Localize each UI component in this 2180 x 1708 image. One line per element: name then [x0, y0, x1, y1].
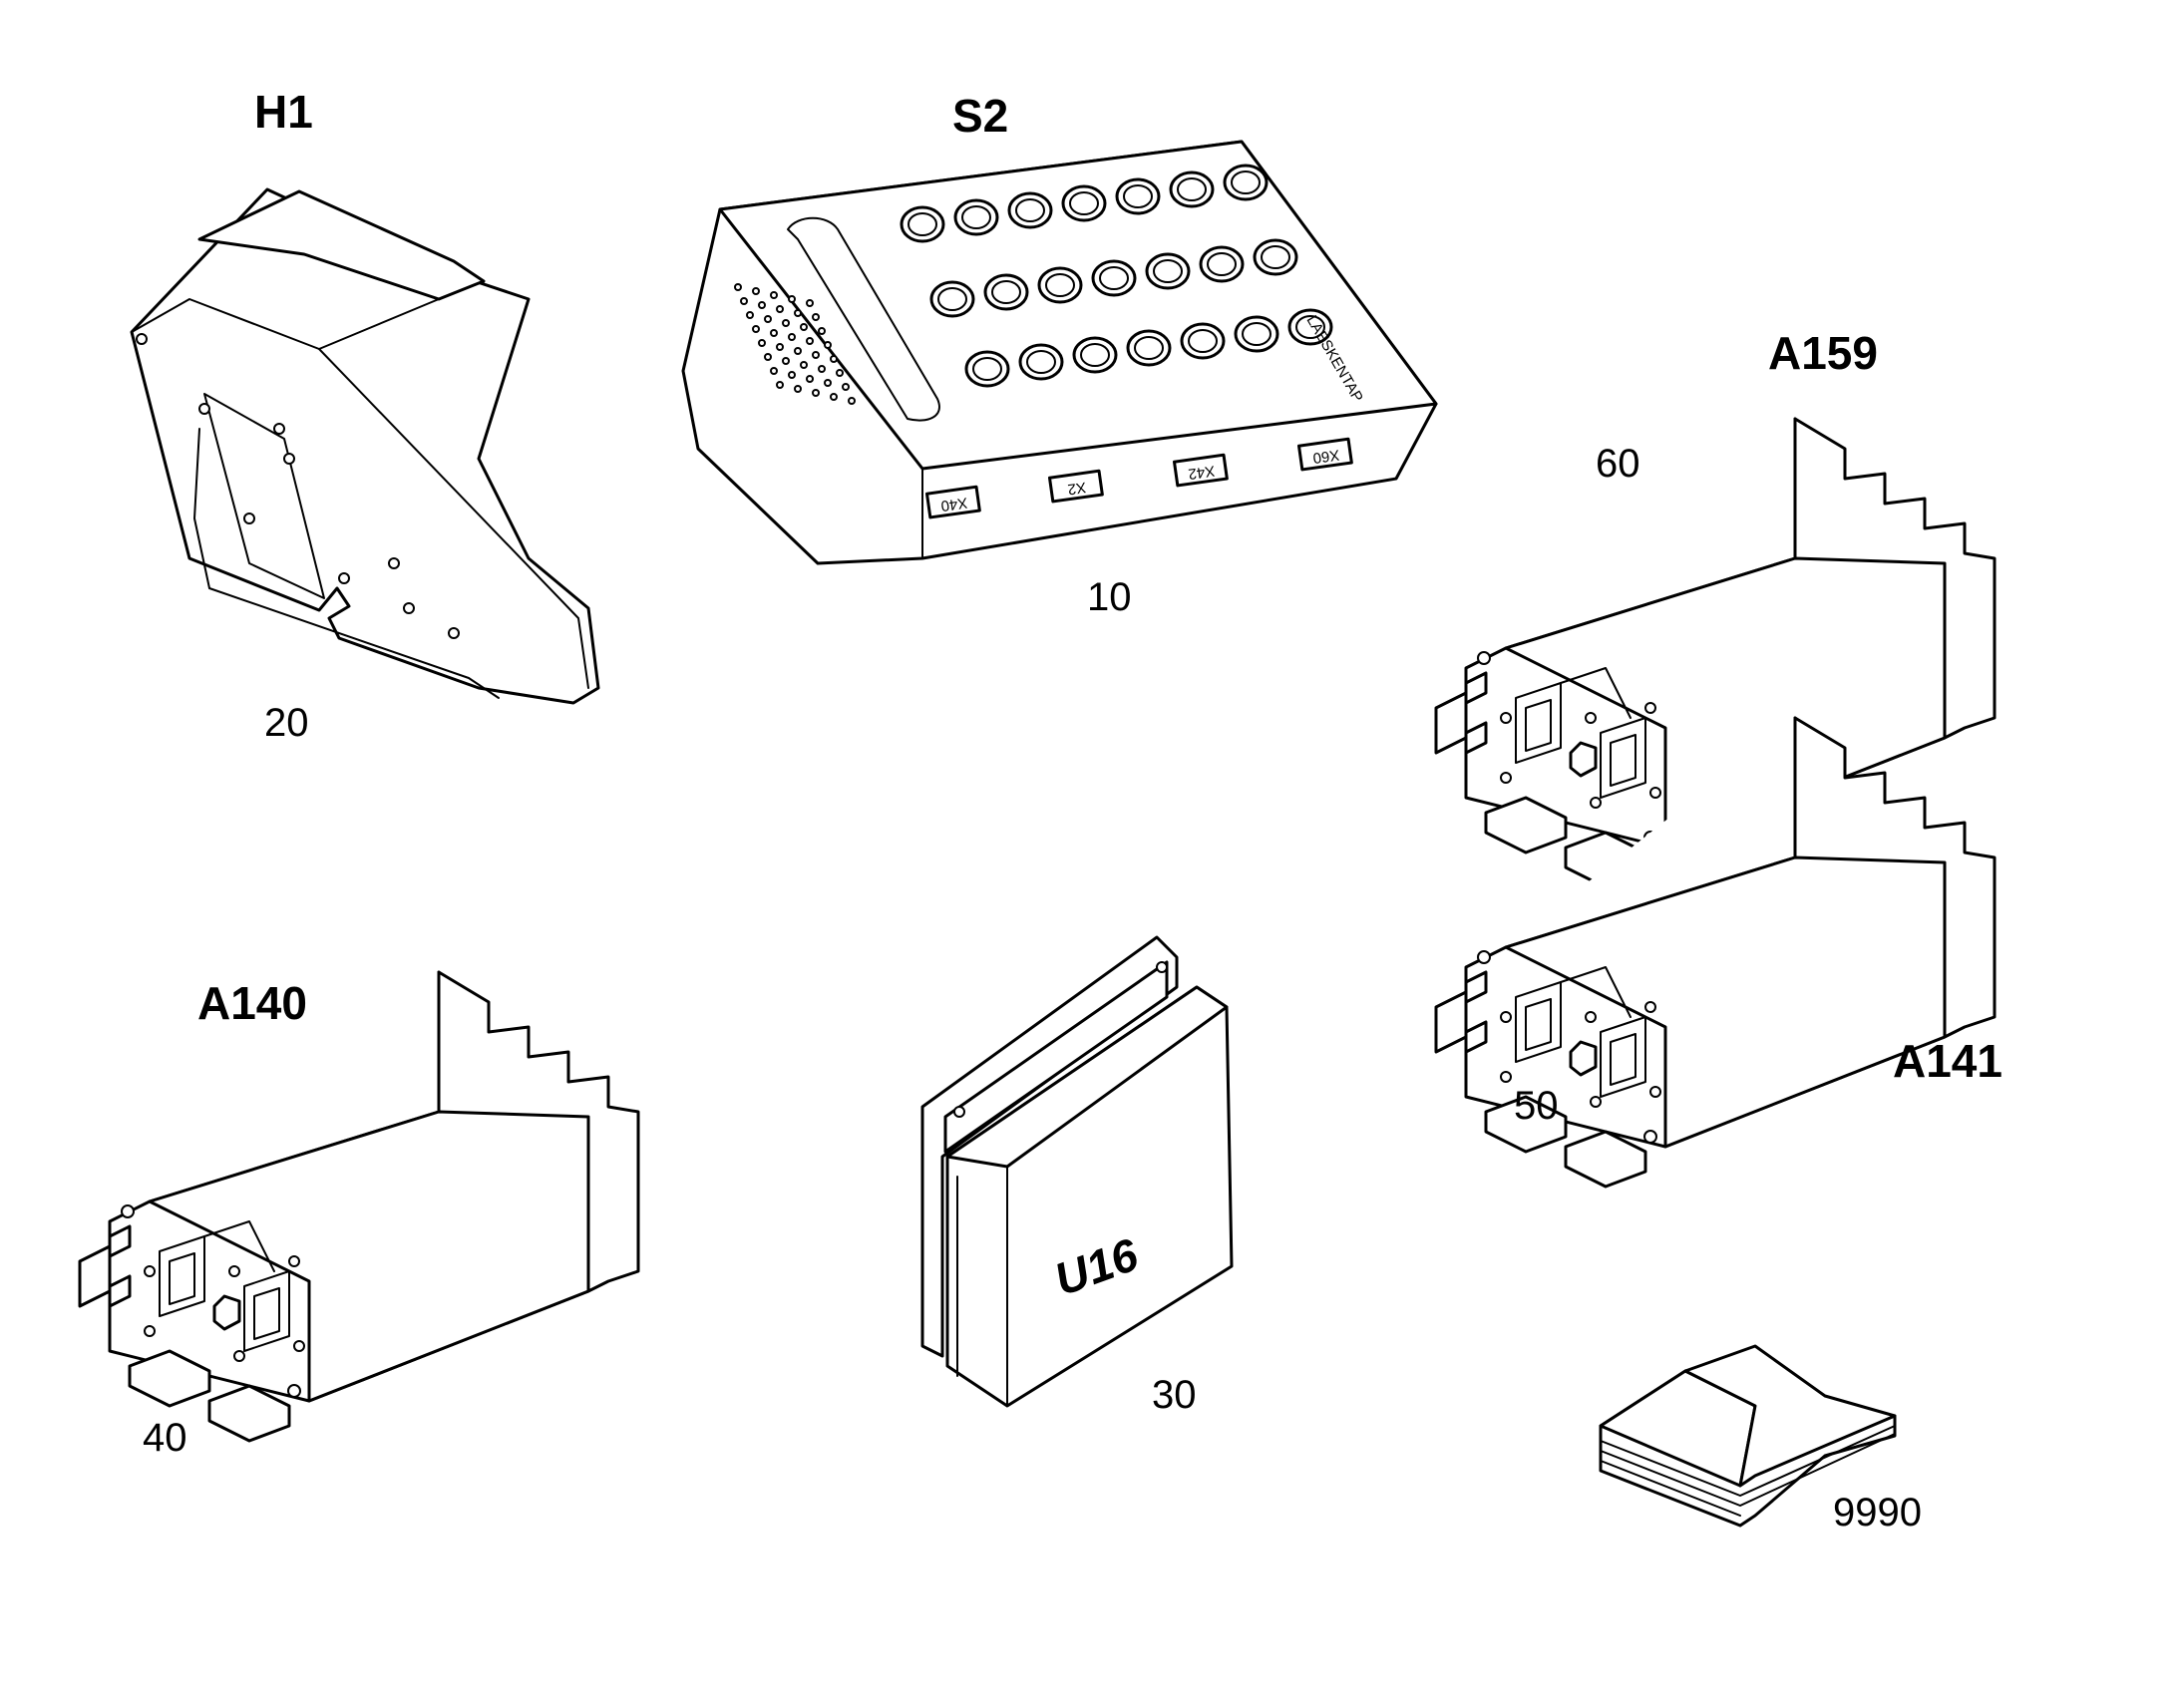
vent-hole [830, 355, 838, 363]
vent-hole [752, 287, 760, 295]
manual-book-icon [1599, 1344, 1897, 1528]
vent-hole [812, 389, 820, 397]
vent-hole [794, 347, 802, 355]
connector-tag-x60: X60 [1311, 446, 1340, 467]
label-a140: A140 [197, 977, 307, 1029]
part-number-40: 40 [143, 1416, 187, 1460]
keypad-button-face [908, 212, 937, 236]
keypad-button-face [1015, 198, 1045, 222]
vent-hole [830, 393, 838, 401]
connector-tag-box [1172, 453, 1229, 488]
vent-hole [812, 313, 820, 321]
vent-hole [770, 367, 778, 375]
vent-hole [776, 305, 784, 313]
keypad-button-face [1045, 273, 1075, 297]
keypad-button-face [1069, 191, 1099, 215]
vent-hole [770, 291, 778, 299]
keypad-button-face [1295, 315, 1325, 339]
vent-hole [734, 283, 742, 291]
vent-hole [824, 341, 832, 349]
vent-hole [770, 329, 778, 337]
connector-tag-box [1047, 469, 1104, 504]
vent-hole [794, 309, 802, 317]
keypad-button-face [961, 205, 991, 229]
vent-hole [788, 371, 796, 379]
vent-hole [800, 361, 808, 369]
connector-tag-x2: X2 [1067, 479, 1088, 498]
vent-hole [818, 365, 826, 373]
keypad-button-face [972, 357, 1002, 381]
keypad-button-face [991, 280, 1021, 304]
display-terminal-icon [130, 187, 600, 705]
vent-hole [752, 325, 760, 333]
vent-hole [806, 299, 814, 307]
vent-hole [818, 327, 826, 335]
vent-hole [764, 315, 772, 323]
keypad-button-face [1188, 329, 1218, 353]
vent-hole [776, 381, 784, 389]
keypad-button-face [1242, 322, 1272, 346]
connector-tag-box [924, 485, 981, 519]
keypad-button-face [1261, 245, 1290, 269]
keypad-button-face [1099, 266, 1129, 290]
vent-hole [758, 301, 766, 309]
part-number-20: 20 [264, 701, 309, 745]
keypad-button-face [1134, 336, 1164, 360]
vent-hole [788, 295, 796, 303]
connector-tag-x42: X42 [1187, 462, 1216, 483]
vent-hole [800, 323, 808, 331]
keypad-button-face [1231, 171, 1261, 194]
relay-module-icon [78, 970, 640, 1443]
vent-hole [788, 333, 796, 341]
part-number-10: 10 [1087, 575, 1132, 619]
vent-hole [824, 379, 832, 387]
keypad-button-face [1153, 259, 1183, 283]
control-module-icon: U16 [920, 935, 1234, 1408]
vent-hole [758, 339, 766, 347]
keypad-button-face [1080, 343, 1110, 367]
keypad-button-face [1123, 184, 1153, 208]
part-number-9990: 9990 [1833, 1491, 1922, 1535]
vent-hole [806, 337, 814, 345]
keypad-button-face [937, 287, 967, 311]
vent-hole [842, 383, 850, 391]
part-number-50: 50 [1514, 1084, 1559, 1128]
label-h1: H1 [254, 86, 313, 138]
keypad-button-face [1177, 177, 1207, 201]
label-a141: A141 [1893, 1035, 2002, 1087]
keypad-button-face [1207, 252, 1237, 276]
vent-hole [836, 369, 844, 377]
vent-hole [782, 319, 790, 327]
connector-tag-x40: X40 [939, 494, 968, 514]
vent-hole [812, 351, 820, 359]
vent-hole [776, 343, 784, 351]
vent-hole [806, 375, 814, 383]
vent-hole [746, 311, 754, 319]
connector-tag-box [1296, 437, 1353, 472]
vent-hole [848, 397, 856, 405]
label-s2: S2 [952, 90, 1008, 142]
part-number-30: 30 [1152, 1373, 1197, 1417]
vent-hole [782, 357, 790, 365]
vent-hole [794, 385, 802, 393]
label-a159: A159 [1768, 327, 1878, 379]
keypad-button-face [1026, 350, 1056, 374]
part-number-60: 60 [1596, 442, 1640, 486]
vent-hole [764, 353, 772, 361]
vent-hole [740, 297, 748, 305]
